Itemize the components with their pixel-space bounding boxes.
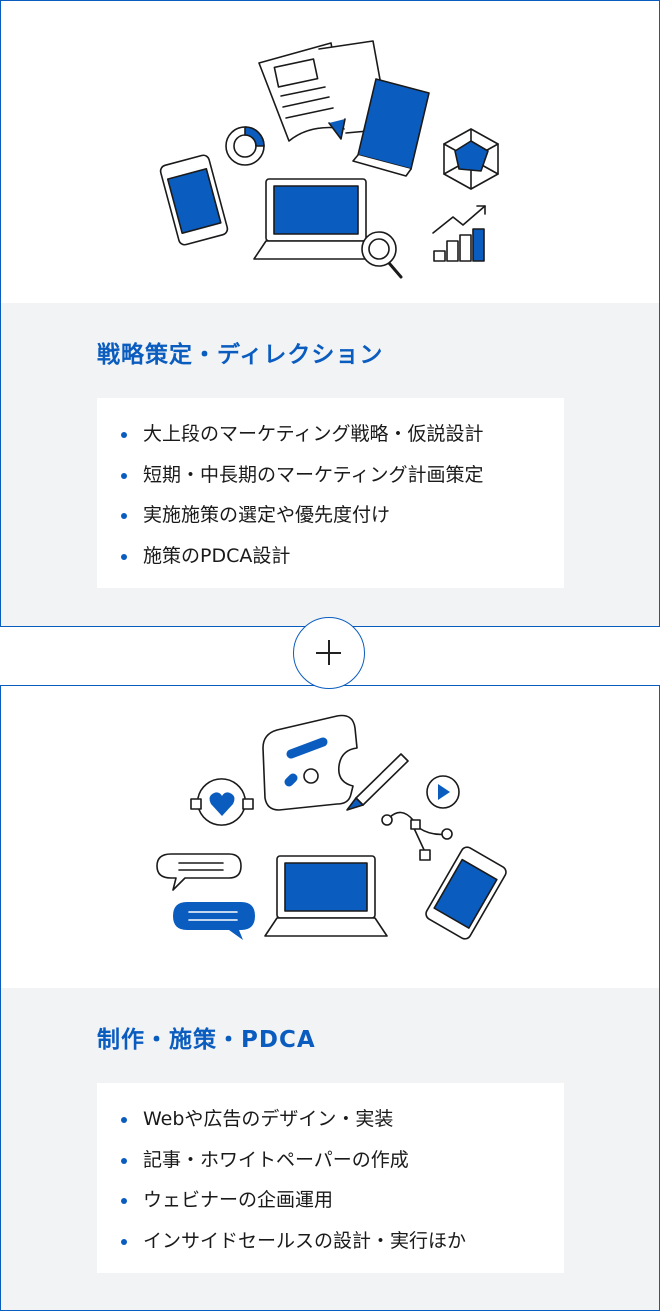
list-item: 短期・中長期のマーケティング計画策定 [97,455,564,496]
strategy-heading: 戦略策定・ディレクション [97,342,384,368]
laptop-icon [253,178,379,260]
production-list: Webや広告のデザイン・実装 記事・ホワイトペーパーの作成 ウェビナーの企画運用… [97,1083,564,1273]
strategy-card: 戦略策定・ディレクション 大上段のマーケティング戦略・仮説設計 短期・中長期のマ… [0,0,660,627]
magnifier-icon [361,231,403,279]
plus-icon [293,617,365,689]
strategy-list: 大上段のマーケティング戦略・仮説設計 短期・中長期のマーケティング計画策定 実施… [97,398,564,588]
chat-bubble-icon [156,853,255,940]
list-item: ウェビナーの企画運用 [97,1180,564,1221]
play-icon [426,775,460,809]
book-icon [352,78,430,177]
smartphone-icon [425,846,507,940]
donut-chart-icon [224,125,266,167]
strategy-illustration [1,1,659,303]
list-item: Webや広告のデザイン・実装 [97,1099,564,1140]
list-item: 大上段のマーケティング戦略・仮説設計 [97,414,564,455]
list-item: 施策のPDCA設計 [97,536,564,577]
vector-path-icon [381,811,453,861]
smartphone-icon [159,154,229,246]
pencil-icon [346,753,409,811]
heart-icon [190,778,254,826]
laptop-icon [264,855,388,937]
list-item: 実施施策の選定や優先度付け [97,495,564,536]
radar-chart-icon [443,128,499,190]
production-heading: 制作・施策・PDCA [97,1027,316,1053]
production-panel: 制作・施策・PDCA Webや広告のデザイン・実装 記事・ホワイトペーパーの作成… [1,988,659,1310]
list-item: 記事・ホワイトペーパーの作成 [97,1140,564,1181]
strategy-panel: 戦略策定・ディレクション 大上段のマーケティング戦略・仮説設計 短期・中長期のマ… [1,303,659,626]
production-card: 制作・施策・PDCA Webや広告のデザイン・実装 記事・ホワイトペーパーの作成… [0,685,660,1311]
palette-icon [262,714,358,811]
production-illustration [1,686,659,988]
list-item: インサイドセールスの設計・実行ほか [97,1221,564,1262]
growth-chart-icon [432,205,486,262]
